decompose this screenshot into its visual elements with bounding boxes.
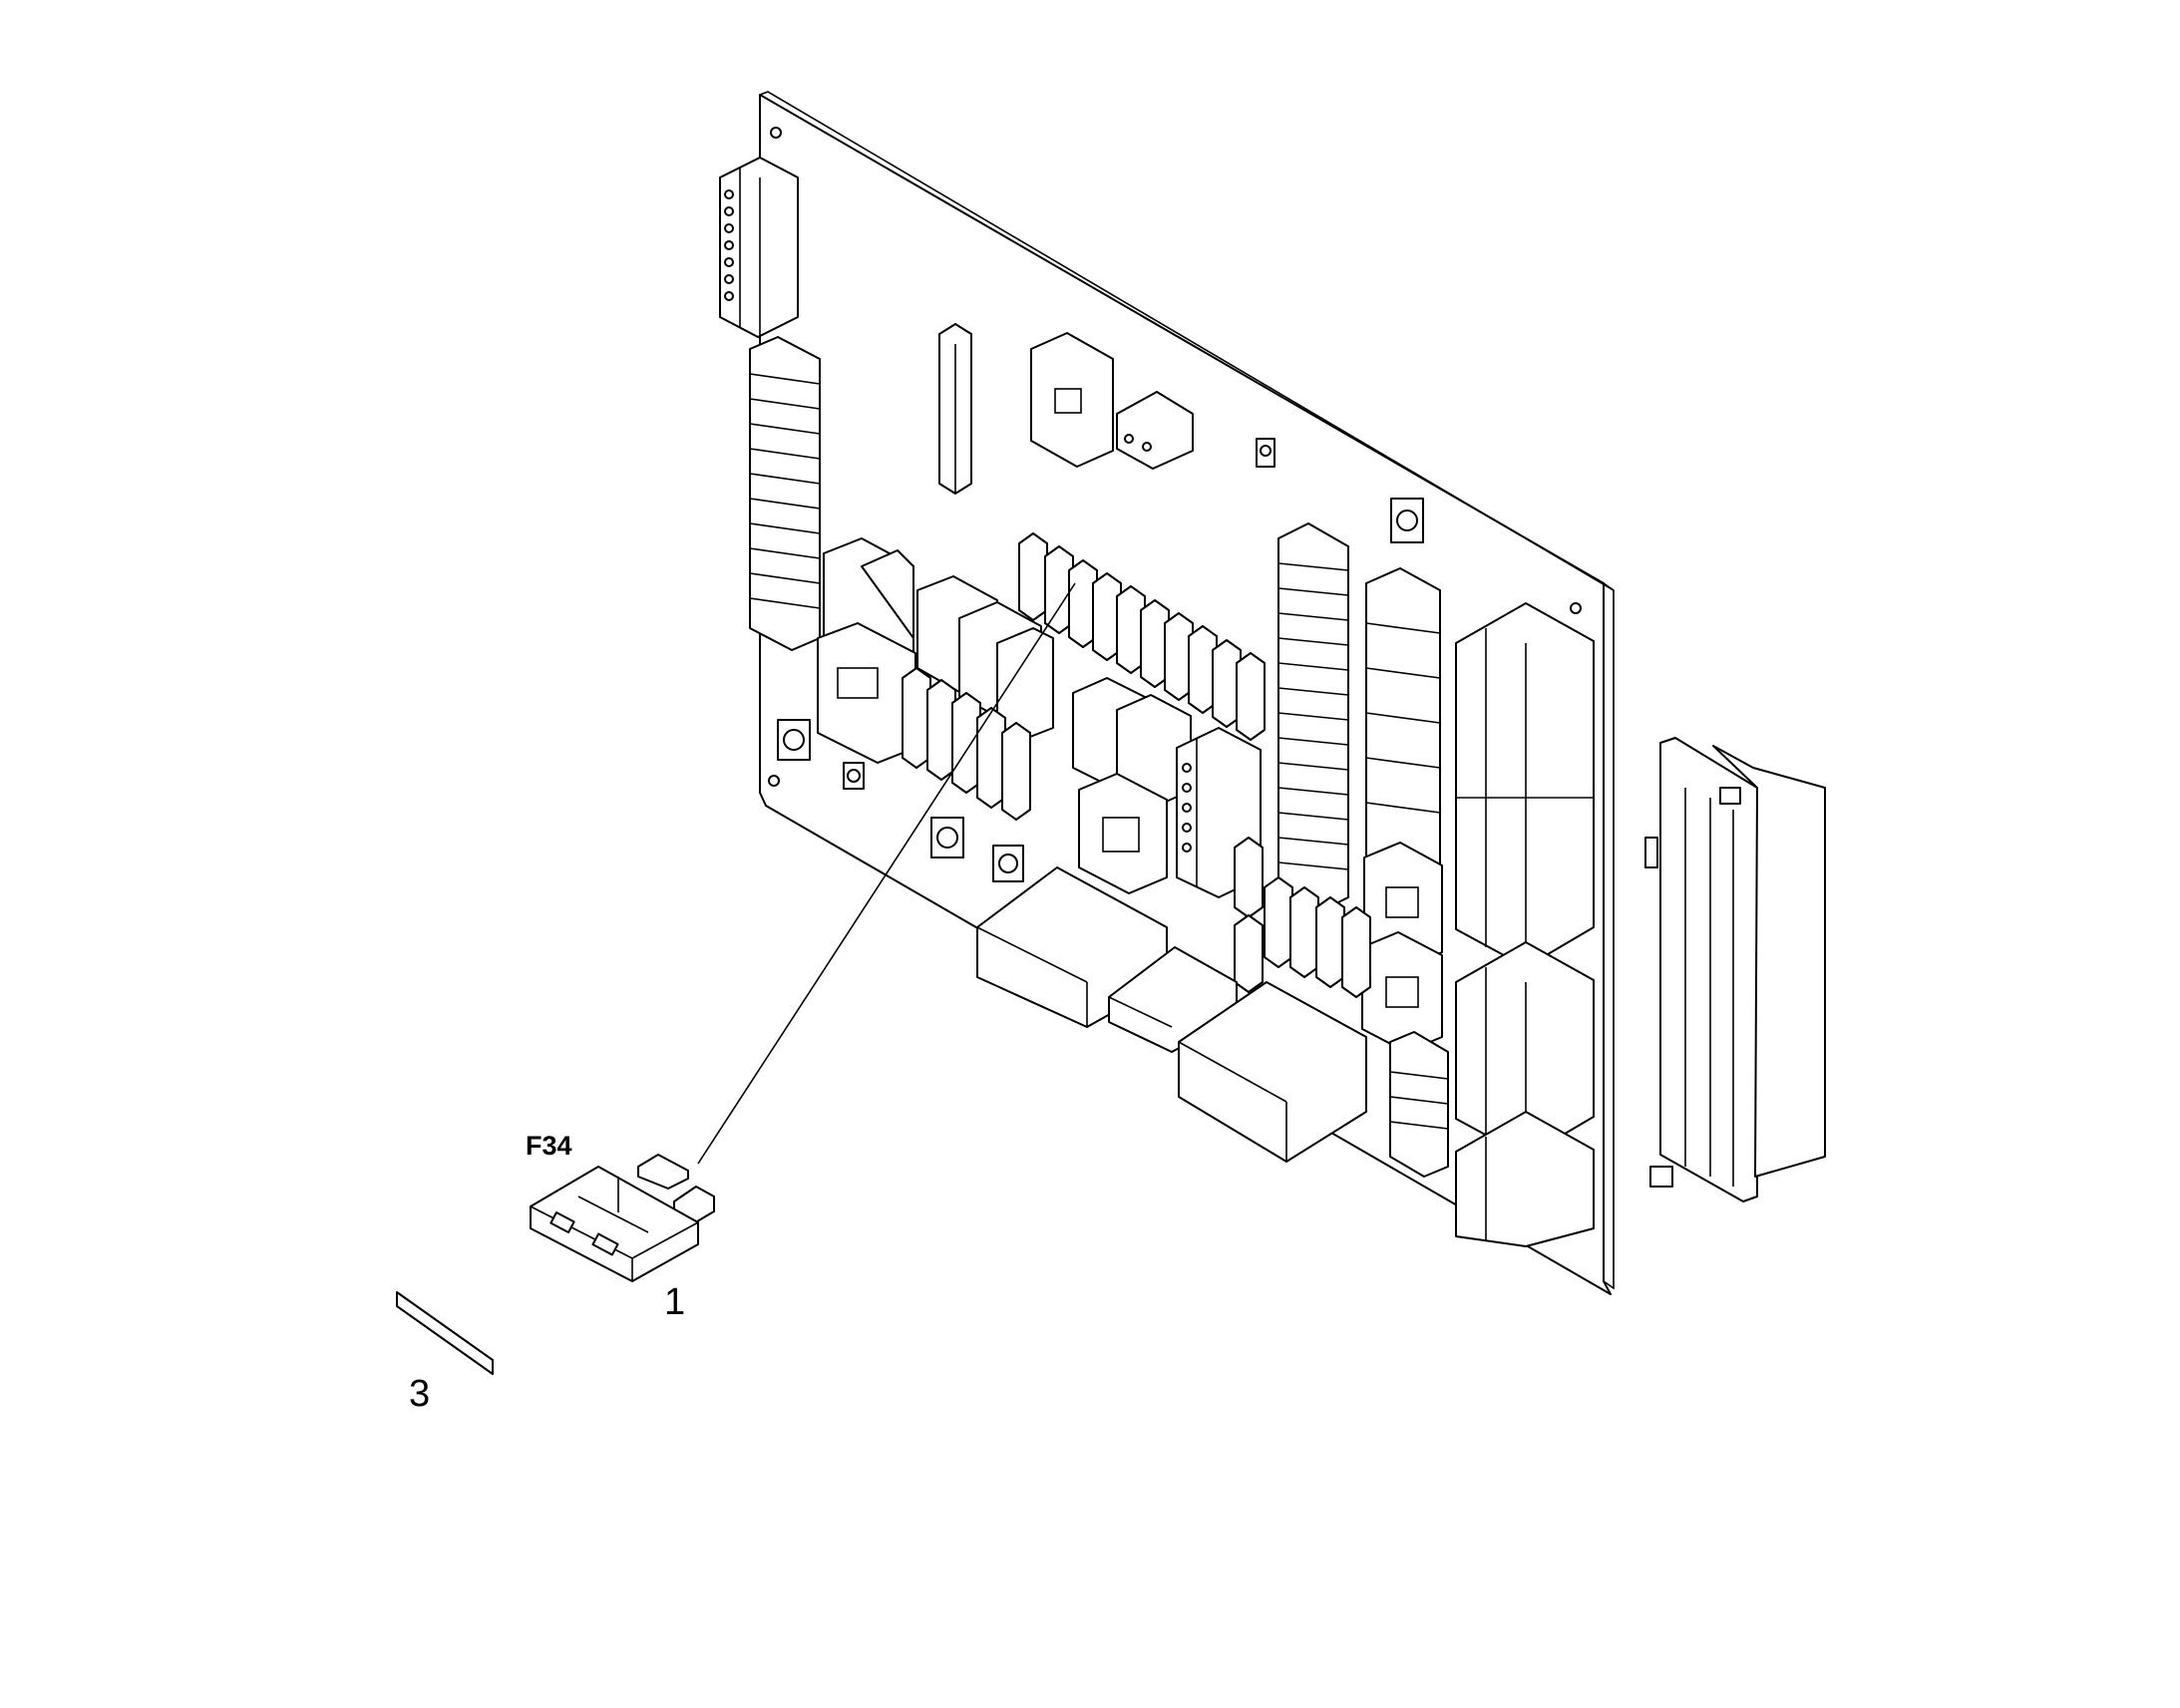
mounting-hole — [1570, 602, 1582, 614]
trimmer-right — [1390, 498, 1424, 543]
fuse-holder-stack-center — [1277, 522, 1349, 913]
edge-connector — [1644, 737, 1826, 1202]
trimmer-cluster — [777, 719, 1024, 882]
fuse-holder-stack-bottom — [1389, 1031, 1449, 1178]
fuse-holder-cluster — [902, 667, 1031, 821]
mounting-hole — [770, 127, 782, 139]
connector-bottom-right — [1178, 981, 1367, 1163]
mounting-hole — [768, 775, 780, 787]
terminal-blocks-right — [1455, 602, 1595, 1247]
relay-column-right — [1361, 567, 1443, 1053]
callout-number-fuse: 1 — [664, 1281, 685, 1323]
fuse-holder-row — [1018, 532, 1266, 741]
diode-block — [1116, 391, 1194, 470]
relay-cluster-center — [1072, 677, 1192, 894]
board-post — [938, 323, 972, 495]
fuse-holder-bottom — [1234, 837, 1371, 998]
terminal-pins — [724, 189, 734, 301]
relay-cluster-left — [817, 537, 1054, 764]
trimmer-top — [1256, 438, 1275, 468]
fuse-designator-label: F34 — [526, 1131, 572, 1161]
callout-number-strip: 3 — [409, 1373, 430, 1415]
terminal-block-top — [719, 157, 799, 338]
fuse-holder-stack-left — [749, 336, 821, 651]
label-strip — [396, 1291, 494, 1375]
blade-fuse — [530, 1154, 715, 1282]
leader-line — [697, 582, 1076, 1165]
relay-top — [1030, 332, 1114, 468]
